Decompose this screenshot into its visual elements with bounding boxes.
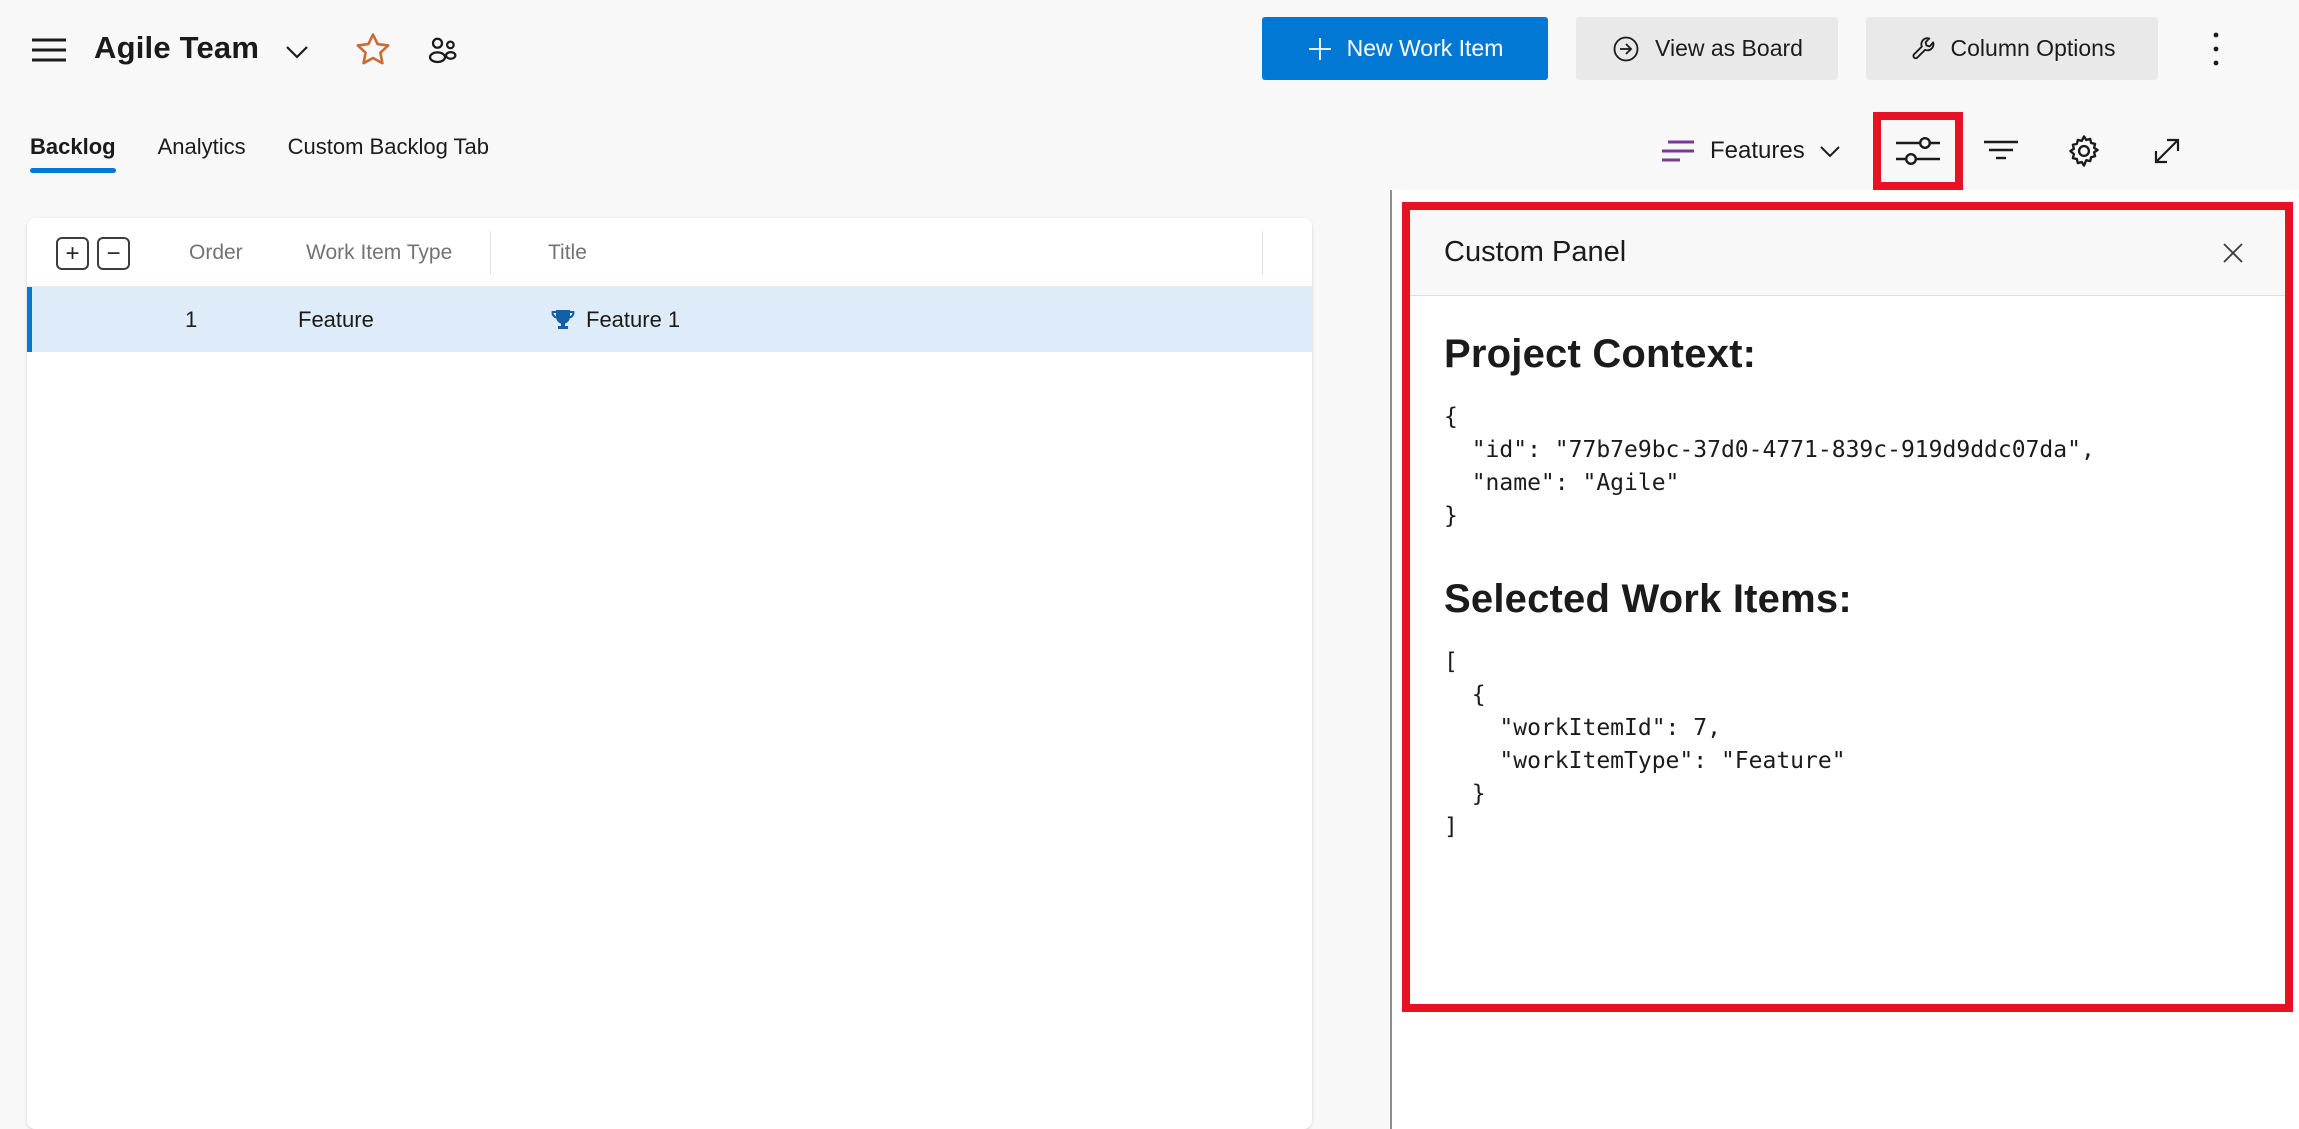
more-actions-ellipsis-icon[interactable] — [2196, 17, 2236, 80]
new-work-item-label: New Work Item — [1346, 35, 1504, 61]
annotation-box-view-options — [1872, 112, 1963, 190]
backlog-row-feature-1[interactable]: 1 Feature Feature 1 — [27, 287, 1312, 352]
panel-splitter[interactable] — [1390, 190, 1392, 1129]
custom-panel-region: Custom Panel Project Context: { "id": "7… — [1392, 190, 2299, 1129]
column-separator — [1262, 231, 1263, 275]
backlog-level-icon — [1660, 138, 1696, 164]
column-options-button[interactable]: Column Options — [1866, 17, 2158, 80]
wrench-icon — [1909, 35, 1937, 63]
gear-icon[interactable] — [2065, 132, 2103, 170]
view-options-sliders-icon[interactable] — [1895, 133, 1941, 169]
backlog-level-dropdown[interactable]: Features — [1660, 137, 1841, 165]
plus-icon — [1307, 36, 1333, 62]
work-item-title-link[interactable]: Feature 1 — [586, 307, 681, 332]
project-context-heading: Project Context: — [1444, 332, 1757, 376]
expand-all-button[interactable]: + — [56, 237, 89, 270]
board-arrow-circle-icon — [1611, 34, 1641, 64]
cell-work-item-type: Feature — [298, 307, 374, 332]
hamburger-menu-icon[interactable] — [32, 36, 66, 64]
custom-panel-title: Custom Panel — [1444, 236, 1627, 268]
custom-panel-header: Custom Panel — [1410, 210, 2285, 296]
trophy-icon — [550, 307, 576, 333]
team-members-icon[interactable] — [423, 32, 461, 68]
cell-order: 1 — [185, 307, 198, 332]
selected-work-items-heading: Selected Work Items: — [1444, 577, 1852, 621]
column-separator — [490, 231, 491, 275]
view-as-board-label: View as Board — [1655, 35, 1803, 61]
view-as-board-button[interactable]: View as Board — [1576, 17, 1838, 80]
team-picker-chevron-down-icon[interactable] — [285, 45, 309, 59]
filter-icon[interactable] — [1983, 137, 2019, 165]
annotation-box-custom-panel: Custom Panel Project Context: { "id": "7… — [1402, 202, 2293, 1012]
selected-work-items-json: [ { "workItemId": 7, "workItemType": "Fe… — [1444, 649, 1846, 840]
column-header-work-item-type[interactable]: Work Item Type — [306, 241, 453, 264]
chevron-down-icon — [1819, 145, 1841, 158]
column-header-title[interactable]: Title — [548, 241, 587, 264]
new-work-item-button[interactable]: New Work Item — [1262, 17, 1548, 80]
tab-backlog[interactable]: Backlog — [30, 134, 116, 173]
project-context-json: { "id": "77b7e9bc-37d0-4771-839c-919d9dd… — [1444, 404, 2095, 529]
team-title[interactable]: Agile Team — [94, 30, 260, 65]
backlog-tabs: Backlog Analytics Custom Backlog Tab — [30, 134, 489, 173]
column-options-label: Column Options — [1950, 35, 2116, 61]
grid-header-row: + − Order Work Item Type Title — [27, 218, 1312, 287]
backlog-level-label: Features — [1710, 137, 1805, 164]
column-header-order[interactable]: Order — [189, 241, 243, 264]
custom-panel-body: Project Context: { "id": "77b7e9bc-37d0-… — [1410, 296, 2285, 844]
backlog-grid: + − Order Work Item Type Title 1 Feature… — [27, 218, 1312, 1129]
tab-analytics[interactable]: Analytics — [157, 134, 246, 159]
collapse-all-button[interactable]: − — [97, 237, 130, 270]
close-icon[interactable] — [2215, 235, 2251, 271]
favorite-star-icon[interactable] — [353, 30, 393, 70]
tab-custom-backlog-tab[interactable]: Custom Backlog Tab — [287, 134, 490, 159]
expand-fullscreen-icon[interactable] — [2149, 133, 2185, 169]
